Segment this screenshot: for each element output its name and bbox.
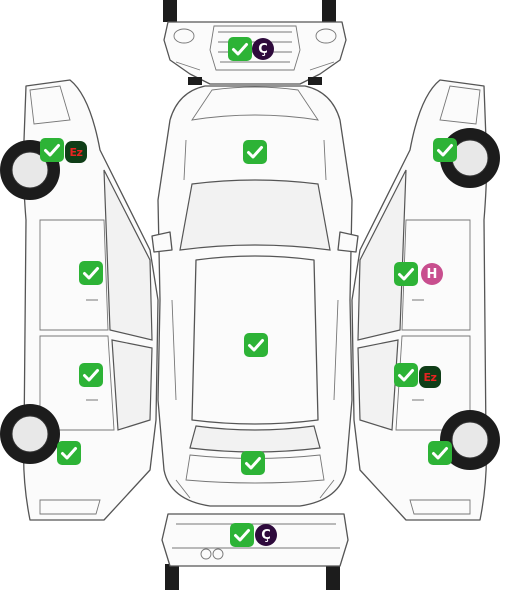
left-front-door-check-icon[interactable] (79, 261, 103, 285)
right-front-fender-check-icon[interactable] (433, 138, 457, 162)
left-side-view (0, 79, 159, 521)
rear-bumper-check-icon[interactable] (230, 523, 254, 547)
left-rear-door-check-icon[interactable] (79, 363, 103, 387)
right-rear-fender-check-icon[interactable] (428, 441, 452, 465)
roof-check-icon[interactable] (244, 333, 268, 357)
front-bumper-replaced-badge[interactable]: Ç (252, 38, 274, 60)
right-rear-door-check-icon[interactable] (394, 363, 418, 387)
right-rear-door-dent-badge[interactable]: Ez (419, 366, 441, 388)
right-front-door-check-icon[interactable] (394, 262, 418, 286)
right-side-view (351, 79, 500, 521)
left-front-fender-check-icon[interactable] (40, 138, 64, 162)
left-front-fender-dent-badge[interactable]: Ez (65, 141, 87, 163)
right-front-door-painted-badge[interactable]: H (421, 263, 443, 285)
top-view (151, 85, 359, 507)
rear-bumper-view (161, 513, 349, 590)
left-rear-fender-check-icon[interactable] (57, 441, 81, 465)
trunk-check-icon[interactable] (241, 451, 265, 475)
rear-bumper-replaced-badge[interactable]: Ç (255, 524, 277, 546)
front-bumper-check-icon[interactable] (228, 37, 252, 61)
hood-check-icon[interactable] (243, 140, 267, 164)
